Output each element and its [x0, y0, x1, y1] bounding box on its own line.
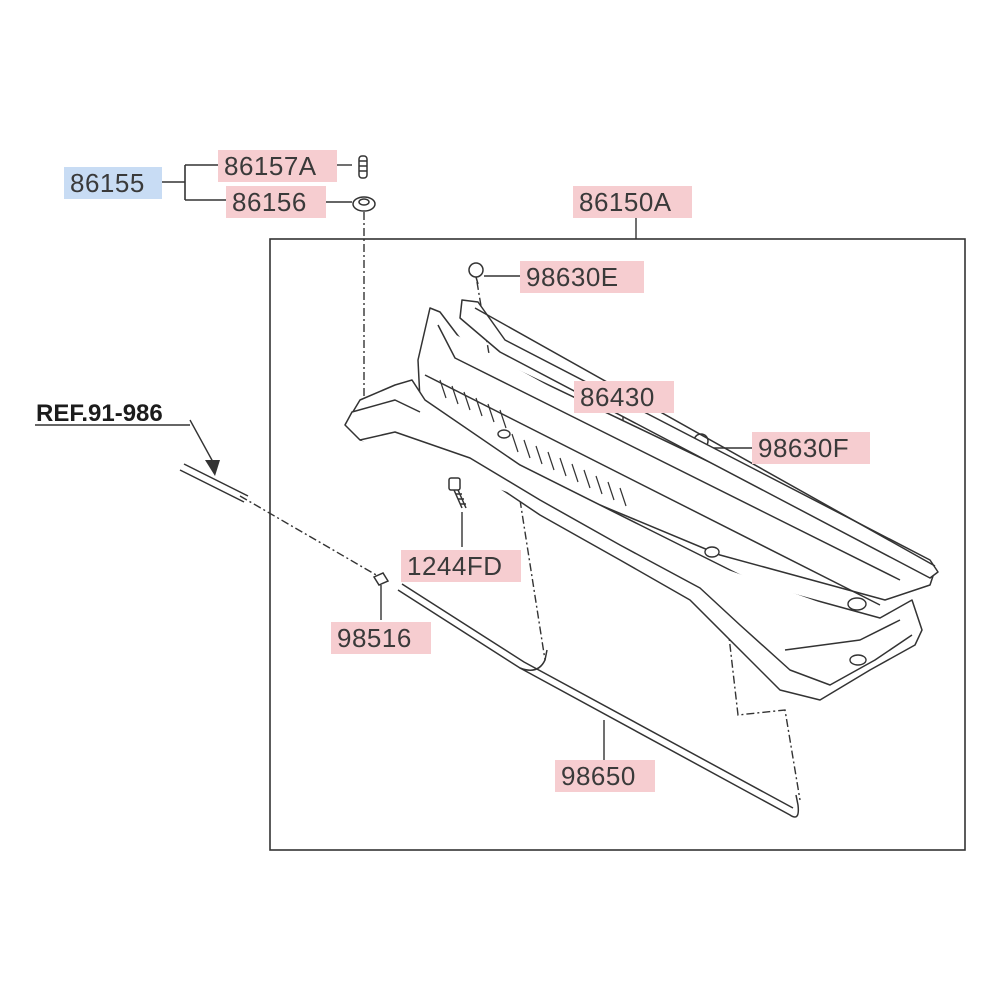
callout-98630f[interactable]: 98630F — [752, 432, 870, 464]
assembly-frame — [269, 238, 966, 851]
bolt-1244fd-icon — [448, 477, 467, 509]
callout-98516[interactable]: 98516 — [331, 622, 431, 654]
grille-slots — [439, 379, 627, 507]
screw-98630e-icon — [468, 262, 484, 285]
callout-86155[interactable]: 86155 — [64, 167, 162, 199]
callout-86157a[interactable]: 86157A — [218, 150, 337, 182]
reference-arrow — [205, 460, 220, 476]
ref-hose-icon — [179, 463, 249, 503]
cowl-lower-panel-icon — [344, 379, 923, 701]
callout-86150a[interactable]: 86150A — [573, 186, 692, 218]
callout-98650[interactable]: 98650 — [555, 760, 655, 792]
reference-label[interactable]: REF.91-986 — [36, 400, 163, 427]
panel-fasteners — [497, 429, 867, 666]
cowl-cover-icon — [417, 299, 939, 606]
washer-hose-icon — [397, 583, 800, 818]
callout-98630e[interactable]: 98630E — [520, 261, 644, 293]
grommet-86156-icon — [352, 196, 376, 212]
callout-86430[interactable]: 86430 — [574, 381, 674, 413]
clip-86157a-icon — [358, 155, 368, 179]
nozzle-98516-icon — [372, 572, 390, 586]
group-bracket — [160, 164, 226, 201]
callout-1244fd[interactable]: 1244FD — [401, 550, 521, 582]
callout-86156[interactable]: 86156 — [226, 186, 326, 218]
